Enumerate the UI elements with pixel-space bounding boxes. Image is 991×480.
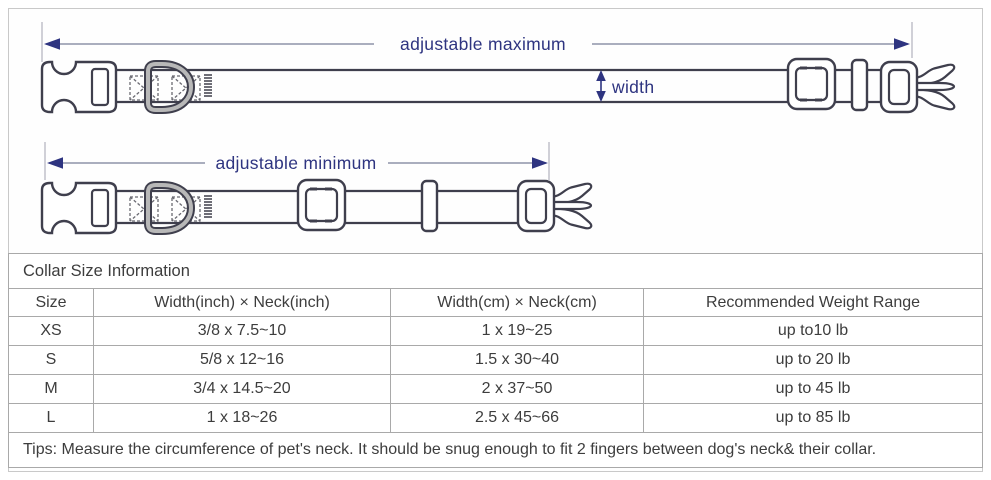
adjustable-maximum-label: adjustable maximum xyxy=(400,34,566,54)
cell-size: L xyxy=(8,403,94,433)
table-row-l: L 1 x 18~26 2.5 x 45~66 up to 85 lb xyxy=(8,403,983,433)
cell-weight: up to 20 lb xyxy=(643,345,983,375)
arrowhead-left-icon xyxy=(44,38,60,50)
dimension-arrow-minimum: adjustable minimum xyxy=(44,142,550,181)
collar-size-table: Collar Size Information Size Width(inch)… xyxy=(8,253,983,468)
cell-size: M xyxy=(8,374,94,404)
cell-weight: up to 45 lb xyxy=(643,374,983,404)
arrowhead-right-icon xyxy=(532,157,548,169)
adjustable-minimum-label: adjustable minimum xyxy=(215,153,376,173)
diagram-adjustable-minimum: adjustable minimum xyxy=(42,142,593,233)
keeper-loop xyxy=(850,58,869,112)
arrowhead-right-icon xyxy=(894,38,910,50)
cell-width-cm: 1.5 x 30~40 xyxy=(390,345,644,375)
tri-glide-slider xyxy=(786,57,837,111)
cell-width-inch: 3/8 x 7.5~10 xyxy=(93,316,391,346)
cell-size: S xyxy=(8,345,94,375)
cell-width-inch: 5/8 x 12~16 xyxy=(93,345,391,375)
arrowhead-up-icon xyxy=(596,70,606,81)
tri-glide-slider xyxy=(296,178,347,232)
dimension-arrow-maximum: adjustable maximum xyxy=(41,22,913,62)
cell-width-cm: 2 x 37~50 xyxy=(390,374,644,404)
table-row-s: S 5/8 x 12~16 1.5 x 30~40 up to 20 lb xyxy=(8,345,983,375)
table-row-m: M 3/4 x 14.5~20 2 x 37~50 up to 45 lb xyxy=(8,374,983,404)
table-row-xs: XS 3/8 x 7.5~10 1 x 19~25 up to10 lb xyxy=(8,316,983,346)
collar-size-table-section: Collar Size Information Size Width(inch)… xyxy=(8,253,983,468)
cell-size: XS xyxy=(8,316,94,346)
cell-weight: up to10 lb xyxy=(643,316,983,346)
keeper-loop xyxy=(420,179,439,233)
cell-width-cm: 2.5 x 45~66 xyxy=(390,403,644,433)
cell-width-inch: 1 x 18~26 xyxy=(93,403,391,433)
width-dimension-arrow: width xyxy=(596,70,654,102)
arrowhead-down-icon xyxy=(596,91,606,102)
diagram-adjustable-maximum: adjustable maximum width xyxy=(41,22,956,114)
collar-diagrams: adjustable maximum width adjustable mini… xyxy=(0,22,956,253)
arrowhead-left-icon xyxy=(47,157,63,169)
column-header-weight: Recommended Weight Range xyxy=(643,288,983,317)
cell-weight: up to 85 lb xyxy=(643,403,983,433)
male-clip xyxy=(879,60,956,114)
cell-width-cm: 1 x 19~25 xyxy=(390,316,644,346)
column-header-width-inch: Width(inch) × Neck(inch) xyxy=(93,288,391,317)
cell-width-inch: 3/4 x 14.5~20 xyxy=(93,374,391,404)
male-clip xyxy=(516,179,593,233)
table-tips: Tips: Measure the circumference of pet's… xyxy=(8,432,983,468)
width-label: width xyxy=(611,77,654,97)
column-header-size: Size xyxy=(8,288,94,317)
table-title: Collar Size Information xyxy=(8,253,983,289)
column-header-width-cm: Width(cm) × Neck(cm) xyxy=(390,288,644,317)
